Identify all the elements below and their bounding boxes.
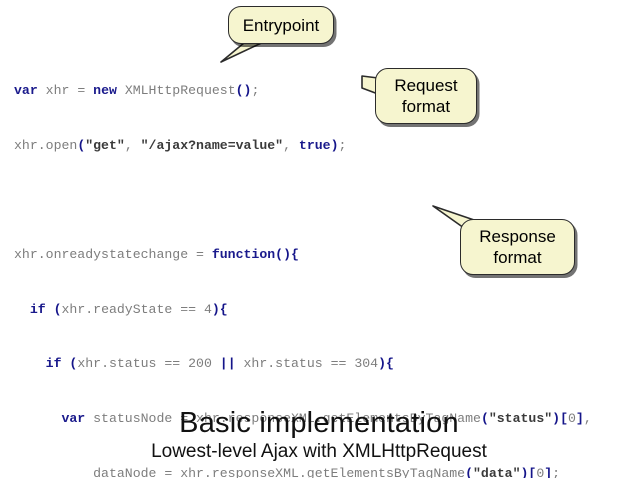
callout-response-line1: Response [479,227,556,246]
callout-entrypoint: Entrypoint [228,6,334,44]
code-block: var xhr = new XMLHttpRequest(); xhr.open… [14,46,638,478]
code-line: xhr.onreadystatechange = function(){ [14,247,299,263]
code-line: if (xhr.readyState == 4){ [29,301,228,317]
callout-request-label: Request format [394,75,457,117]
callout-response-label: Response format [479,226,556,268]
callout-request: Request format [375,68,477,124]
code-line: if (xhr.status == 200 || xhr.status == 3… [45,356,394,372]
callout-request-line1: Request [394,76,458,95]
code-line: dataNode = xhr.responseXML.getElementsBy… [14,465,561,478]
code-line: xhr.open("get", "/ajax?name=value", true… [14,138,347,153]
slide-title: Basic implementation [179,407,459,439]
code-line: var xhr = new XMLHttpRequest(); [14,83,260,99]
callout-response: Response format [460,219,575,275]
code-line [14,192,638,210]
code-line: var statusNode = xhr.responseXML.getElem… [61,410,592,426]
slide-subtitle: Lowest-level Ajax with XMLHttpRequest [151,441,487,462]
callout-entrypoint-label: Entrypoint [242,15,320,35]
callout-response-line2: format [493,248,542,267]
callout-request-line2: format [401,97,451,116]
